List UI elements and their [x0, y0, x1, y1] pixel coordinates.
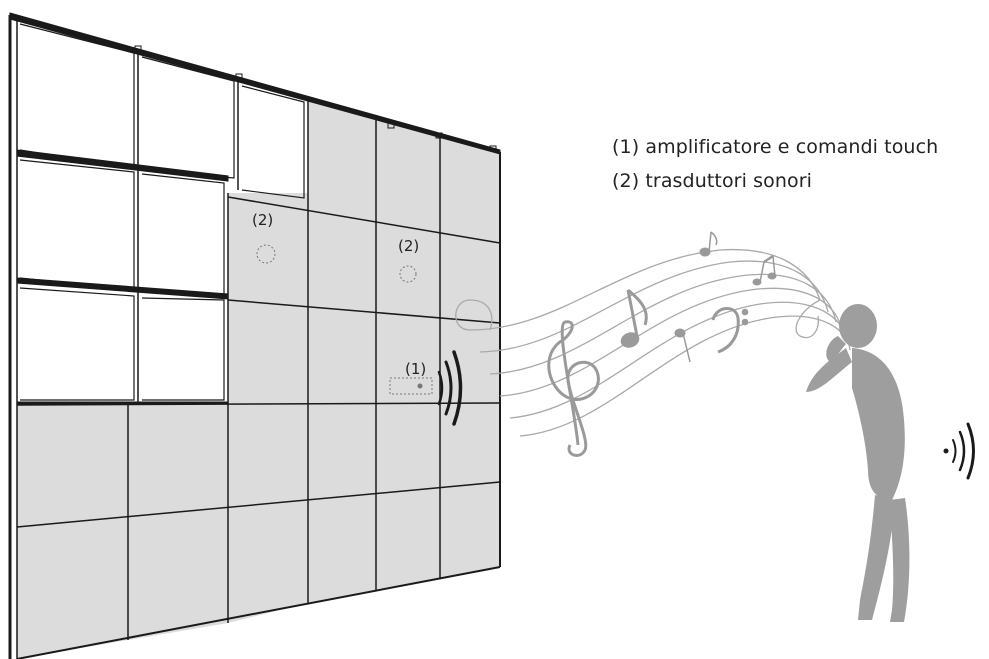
music-staff — [455, 248, 851, 437]
exposed-structure — [16, 23, 497, 405]
sound-waves-icon — [437, 350, 463, 426]
transducer-b: (2) — [398, 237, 419, 283]
transducer-a-label: (2) — [252, 211, 273, 229]
amplifier-label: (1) — [405, 360, 426, 378]
transducer-a: (2) — [252, 211, 276, 264]
legend-item-amplifier: (1) amplificatore e comandi touch — [612, 136, 939, 158]
bass-clef-icon — [711, 307, 749, 354]
eighth-note-icon — [620, 231, 718, 363]
treble-clef-icon — [547, 320, 600, 457]
beamed-notes-icon — [752, 254, 777, 286]
wall-frame — [8, 12, 501, 659]
panel-grid-horizontal — [16, 196, 501, 528]
legend-item-transducers: (2) trasduttori sonori — [612, 170, 812, 192]
amplifier-unit: (1) — [389, 360, 433, 395]
transducer-b-label: (2) — [398, 237, 419, 255]
sound-waves-icon — [943, 422, 975, 480]
person-silhouette — [806, 304, 910, 622]
panel-grid-vertical — [127, 50, 441, 640]
finished-panels — [17, 100, 500, 659]
